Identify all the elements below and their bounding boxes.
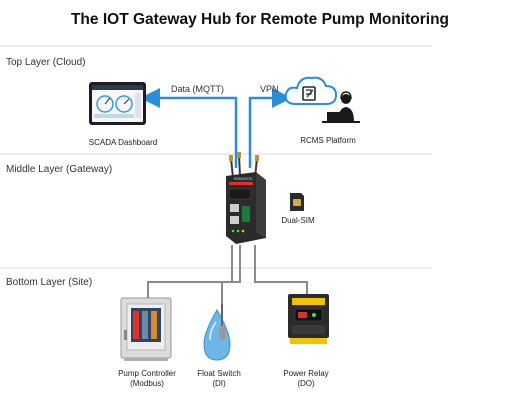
pump-controller-protocol: (Modbus) <box>130 379 164 388</box>
cloud-icon <box>284 76 338 105</box>
power-relay-label: Power Relay (DO) <box>274 369 338 389</box>
layer-label-middle: Middle Layer (Gateway) <box>6 164 113 175</box>
diagram-title: The IOT Gateway Hub for Remote Pump Moni… <box>70 11 450 28</box>
pump-controller-name: Pump Controller <box>118 369 176 378</box>
sim-card-icon <box>290 193 304 211</box>
rcms-label: RCMS Platform <box>300 136 356 145</box>
mqtt-arrow <box>140 88 238 168</box>
float-switch-icon <box>203 304 231 361</box>
mqtt-flow-label: Data (MQTT) <box>171 84 224 94</box>
pump-controller-label: Pump Controller (Modbus) <box>104 369 190 389</box>
scada-dashboard-icon <box>89 82 146 125</box>
power-relay-icon <box>288 294 329 344</box>
cable-float-switch <box>221 245 241 318</box>
layer-label-bottom: Bottom Layer (Site) <box>6 277 93 288</box>
vpn-flow-label: VPN <box>260 84 279 94</box>
float-switch-label: Float Switch (DI) <box>187 369 251 389</box>
dual-sim-label: Dual-SIM <box>281 216 315 225</box>
float-switch-signal: (DI) <box>212 379 226 388</box>
float-switch-name: Float Switch <box>197 369 241 378</box>
cable-power-relay <box>254 245 308 294</box>
power-relay-signal: (DO) <box>297 379 315 388</box>
power-relay-name: Power Relay <box>283 369 329 378</box>
gateway-device-icon <box>226 152 266 244</box>
operator-icon <box>322 91 360 123</box>
vpn-arrow <box>248 88 292 168</box>
cable-pump-controller <box>147 245 233 298</box>
pump-controller-icon <box>120 297 172 361</box>
device-brand-text: ROBUSTEL <box>234 177 253 181</box>
layer-label-top: Top Layer (Cloud) <box>6 57 86 68</box>
scada-label: SCADA Dashboard <box>88 138 158 147</box>
